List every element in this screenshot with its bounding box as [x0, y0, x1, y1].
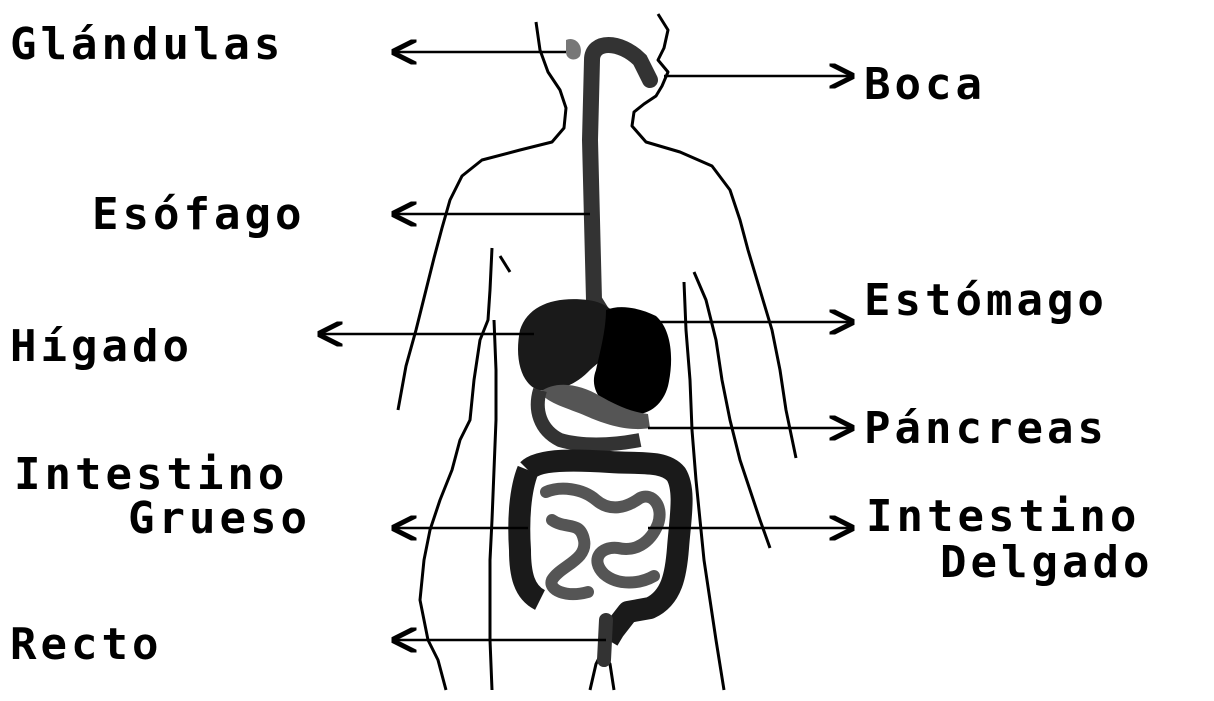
stomach [594, 307, 671, 415]
center-left-leg [490, 320, 496, 690]
right-torso-line-outer [694, 272, 770, 548]
esophagus [590, 45, 650, 316]
salivary-gland [566, 39, 581, 60]
left-torso-line [420, 248, 492, 690]
label-glandulas: Glándulas [10, 20, 284, 70]
label-recto: Recto [10, 620, 162, 670]
label-higado: Hígado [10, 322, 193, 372]
large-intestine-left [519, 470, 540, 600]
label-intestino-delgado-2: Delgado [940, 538, 1153, 588]
label-estomago: Estómago [864, 276, 1108, 326]
label-esofago: Esófago [92, 190, 305, 240]
small-intestine [546, 489, 660, 594]
label-pancreas: Páncreas [864, 404, 1108, 454]
left-torso-line-inner [500, 256, 510, 272]
label-boca: Boca [864, 60, 986, 110]
label-intestino-delgado-1: Intestino [866, 492, 1140, 542]
label-intestino-grueso-2: Grueso [128, 494, 311, 544]
